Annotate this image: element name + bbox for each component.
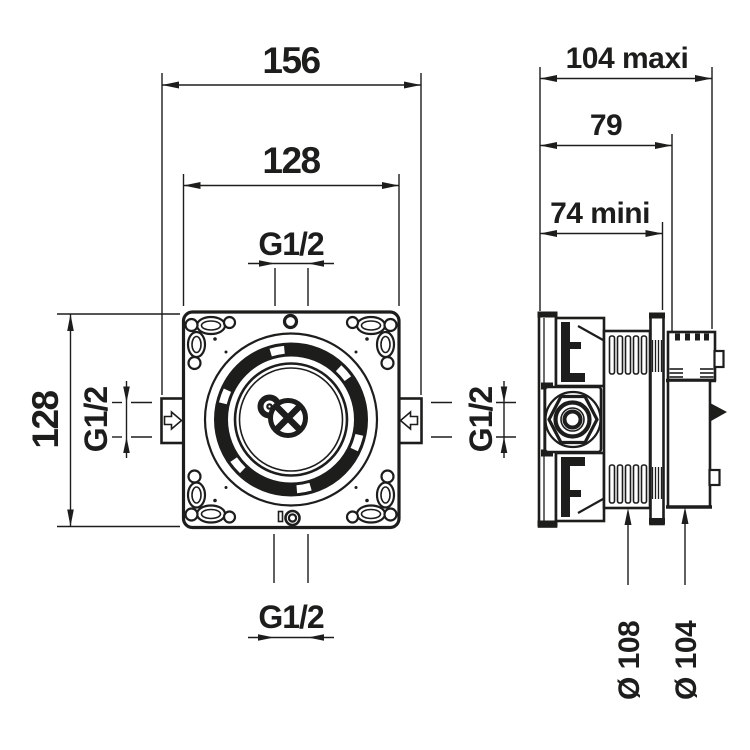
top-port-hole [282,313,299,330]
port-label-right: G1/2 [463,387,499,453]
corner-fixing-cluster [184,315,237,371]
dimension-height: 128 [25,313,180,528]
dimension-dia-body: Ø 108 [613,508,646,700]
threaded-ring [203,332,379,507]
bracket-block [554,316,606,388]
thread-hatch [651,340,663,372]
front-view [160,310,423,530]
dimension-width-inner: 128 [182,140,400,306]
dim-label-104-maxi: 104 maxi [566,42,689,75]
valve-symbol [257,394,308,438]
dim-label-dia-104: Ø 104 [670,620,703,700]
hex-union [543,385,603,454]
dimension-width-overall: 156 [161,40,422,395]
dim-label-dia-108: Ø 108 [613,621,646,700]
dimension-dia-sleeve: Ø 104 [670,507,703,700]
dimension-depth-min: 74 mini [540,197,664,310]
rear-sleeve [666,379,727,509]
dim-label-128-top: 128 [262,140,320,181]
port-label-top: G1/2 [258,226,324,262]
dimension-port-bottom: G1/2 [248,534,334,641]
dimension-depth-max: 104 maxi [539,42,713,329]
dim-label-156: 156 [262,40,320,81]
port-label-bottom: G1/2 [258,599,324,635]
dimension-port-right: G1/2 [431,381,516,458]
marker-flag-icon [711,403,727,421]
port-label-left: G1/2 [78,387,114,453]
side-view [537,311,727,528]
dim-label-128-left: 128 [25,390,66,448]
thread-ribs [608,335,648,375]
dimension-depth-flange: 79 [540,109,673,331]
dim-label-79: 79 [590,109,622,142]
dim-label-74-mini: 74 mini [550,197,650,230]
bottom-port-hole [277,509,301,527]
flow-arrow-right-icon [163,410,183,431]
rear-upper-block [666,330,725,383]
dimension-port-left: G1/2 [78,381,152,458]
flow-arrow-left-icon [399,410,419,431]
dimension-port-top: G1/2 [248,226,334,306]
